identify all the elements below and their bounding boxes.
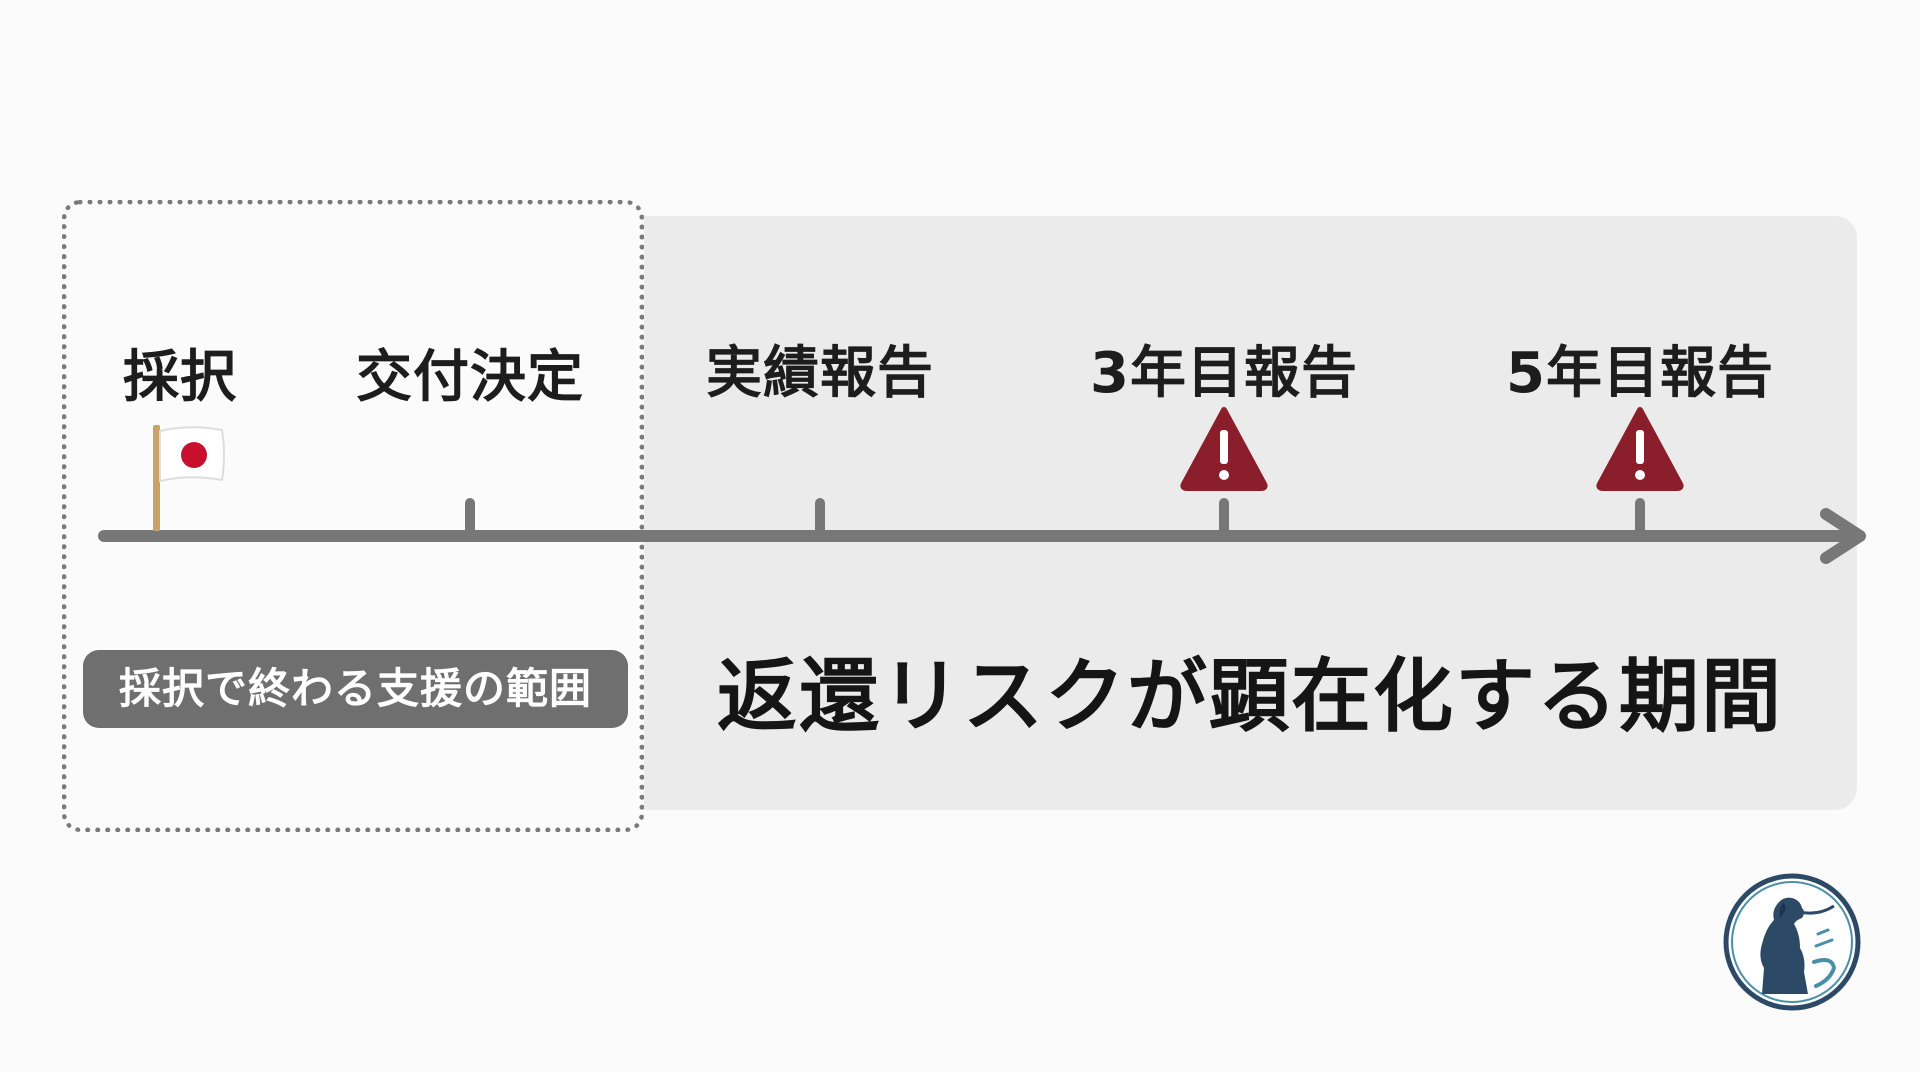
japan-flag-icon <box>153 425 225 531</box>
milestone-label-3nen-houkoku: 3年目報告 <box>1090 341 1358 406</box>
milestone-label-5nen-houkoku: 5年目報告 <box>1506 341 1774 406</box>
support-scope-badge: 採択で終わる支援の範囲 <box>83 650 628 728</box>
milestone-label-jisseki-houkoku: 実績報告 <box>706 341 934 406</box>
timeline-arrowhead-icon <box>1820 508 1866 564</box>
warning-icon <box>1180 407 1268 491</box>
dog-logo-icon <box>1723 873 1861 1011</box>
risk-period-caption: 返還リスクが顕在化する期間 <box>717 650 1783 743</box>
warning-icon <box>1596 407 1684 491</box>
milestone-label-kofu-kettei: 交付決定 <box>356 345 584 410</box>
milestone-label-saitaku: 採択 <box>123 345 237 410</box>
risk-period-panel <box>644 216 1857 810</box>
